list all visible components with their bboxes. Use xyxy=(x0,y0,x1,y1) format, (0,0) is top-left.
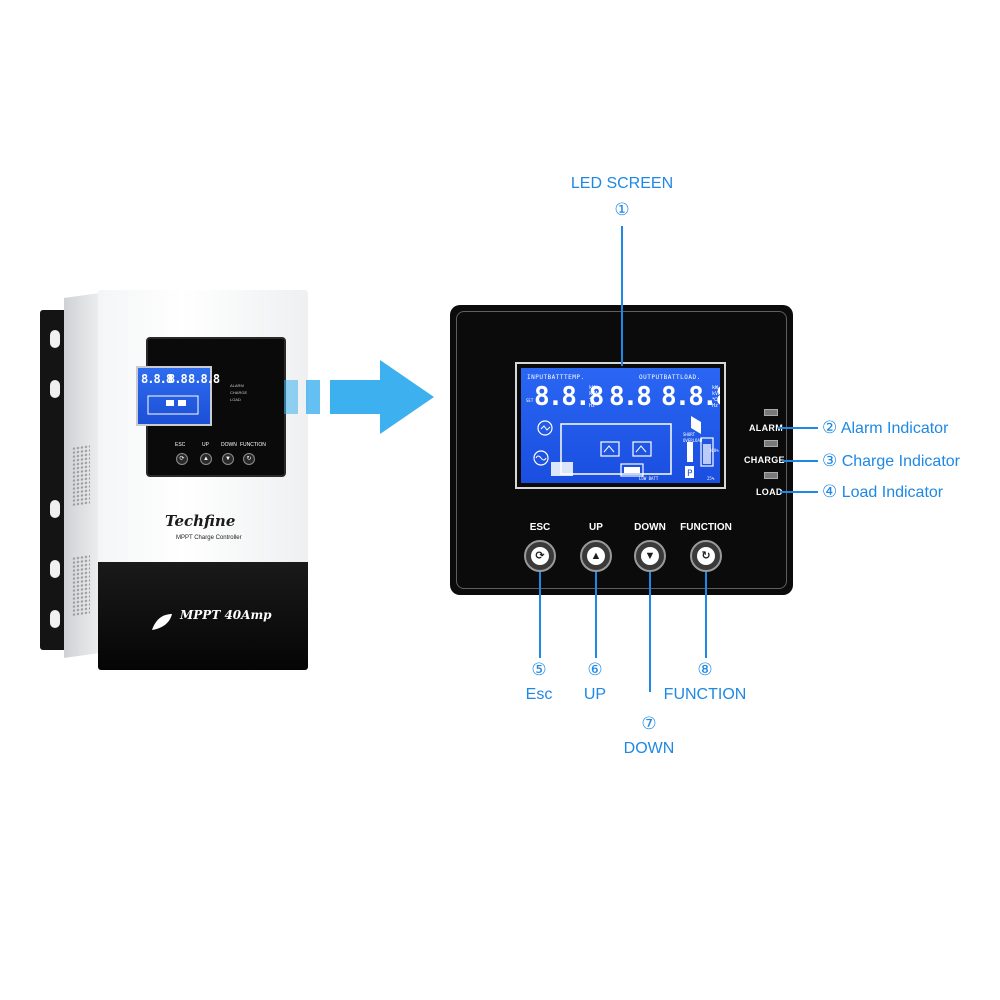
lcd-flow-diagram: P xyxy=(533,416,714,479)
device-btn-label-esc: ESC xyxy=(175,442,186,448)
callout-led-screen-line xyxy=(621,226,623,366)
device-led-alarm-label: ALARM xyxy=(230,383,244,388)
function-button[interactable]: ↻ xyxy=(690,540,722,572)
callout-function-line xyxy=(705,572,707,658)
svg-text:P: P xyxy=(687,469,693,479)
lcd-short: SHORT xyxy=(683,432,696,437)
refresh-icon: ↻ xyxy=(697,547,715,565)
callout-load-line xyxy=(780,491,818,493)
callout-charge-number: ③ xyxy=(822,451,838,470)
callout-led-screen-label: LED SCREEN xyxy=(570,175,674,192)
device-function-button[interactable]: ↻ xyxy=(243,453,255,465)
up-button-label: UP xyxy=(589,522,603,533)
device-down-button[interactable]: ▼ xyxy=(222,453,234,465)
device-lcd-diagram xyxy=(147,395,199,415)
alarm-led-label: ALARM xyxy=(749,423,783,433)
callout-alarm-label: Alarm Indicator xyxy=(840,420,949,437)
power-cycle-icon: ⟳ xyxy=(531,547,549,565)
callout-up-line xyxy=(595,572,597,658)
ac-icon xyxy=(533,450,549,466)
sun-icon xyxy=(537,420,553,436)
callout-load-label: Load Indicator xyxy=(841,484,944,501)
lcd-digits-left: 8.8.8 xyxy=(534,382,604,412)
callout-led-screen-number: ① xyxy=(614,200,630,219)
load-led-label: LOAD xyxy=(756,487,783,497)
down-triangle-icon: ▼ xyxy=(641,547,659,565)
device-lcd-digits-left: 8.8.8 xyxy=(141,372,173,386)
function-button-label: FUNCTION xyxy=(680,522,732,533)
device-bottom-band xyxy=(98,562,308,670)
charge-led-label: CHARGE xyxy=(744,455,785,465)
callout-load-number: ④ xyxy=(822,482,838,501)
lcd-pct-25: 25% xyxy=(707,476,715,481)
lcd-set-label: SET xyxy=(526,398,534,403)
up-button[interactable]: ▲ xyxy=(580,540,612,572)
load-led xyxy=(764,472,778,479)
up-triangle-icon: ▲ xyxy=(587,547,605,565)
device-esc-button[interactable]: ⟳ xyxy=(176,453,188,465)
callout-load: ④ Load Indicator xyxy=(822,482,943,502)
device-btn-label-down: DOWN xyxy=(221,442,237,448)
callout-esc-number: ⑤ xyxy=(531,660,547,679)
device-led-charge-label: CHARGE xyxy=(230,390,248,395)
callout-alarm-line xyxy=(778,427,818,429)
callout-function-label: FUNCTION xyxy=(663,686,747,703)
solar-panel-icon xyxy=(551,462,573,476)
lcd-overload: OVERLOAD xyxy=(683,438,703,443)
callout-esc-label: Esc xyxy=(525,686,553,703)
callout-down-line xyxy=(649,572,651,692)
leaf-icon xyxy=(152,614,172,630)
callout-down-label: DOWN xyxy=(623,740,675,757)
callout-alarm-number: ② xyxy=(822,418,838,437)
callout-charge: ③ Charge Indicator xyxy=(822,451,960,471)
callout-up-label: UP xyxy=(583,686,607,703)
battery-icon xyxy=(620,463,644,477)
device-up-button[interactable]: ▲ xyxy=(200,453,212,465)
arrow-dash-1 xyxy=(284,380,298,414)
device-brand-logo: Techfine xyxy=(165,512,236,530)
lcd-header-right: OUTPUTBATTLOAD. xyxy=(639,374,701,381)
device-lcd-digits-mid: 8.8 xyxy=(168,372,188,386)
lcd-pct-100: 100% xyxy=(709,448,719,453)
device-btn-label-function: FUNCTION xyxy=(240,442,266,448)
lcd-header-left: INPUTBATTTEMP. xyxy=(527,374,585,381)
callout-charge-label: Charge Indicator xyxy=(841,453,960,470)
lcd-digits-right: 8.8.8 xyxy=(661,382,720,412)
down-button-label: DOWN xyxy=(634,522,666,533)
bulb-icon xyxy=(687,442,693,462)
arrow-dash-2 xyxy=(306,380,320,414)
device-model-label: MPPT 40Amp xyxy=(180,608,272,622)
callout-function-number: ⑧ xyxy=(697,660,713,679)
lcd-display: INPUTBATTTEMP. OUTPUTBATTLOAD. SET 8.8.8… xyxy=(521,368,720,483)
device-side xyxy=(64,293,98,658)
lcd-units-left: kW kVA ℃ Hz xyxy=(589,385,599,409)
callout-charge-line xyxy=(782,460,818,462)
lcd-units-right: kW kVA ℃ Hz xyxy=(712,385,720,409)
down-button[interactable]: ▼ xyxy=(634,540,666,572)
callout-esc-line xyxy=(539,572,541,658)
device-lcd-digits-right: 8.8.8 xyxy=(188,372,220,386)
right-arrow-icon xyxy=(330,360,434,434)
device-lcd: 8.8.8 8.8 8.8.8 xyxy=(136,366,220,426)
device-led-load-label: LOAD xyxy=(230,397,241,402)
device-btn-label-up: UP xyxy=(202,442,209,448)
callout-up-number: ⑥ xyxy=(587,660,603,679)
callout-alarm: ② Alarm Indicator xyxy=(822,418,948,438)
callout-down-number: ⑦ xyxy=(641,714,657,733)
alarm-led xyxy=(764,409,778,416)
lcd-low-batt: LOW BATT xyxy=(639,476,659,481)
speaker-icon xyxy=(691,416,701,434)
lcd-screen: INPUTBATTTEMP. OUTPUTBATTLOAD. SET 8.8.8… xyxy=(515,362,726,489)
lcd-digits-mid: 8.8 xyxy=(609,382,652,412)
esc-button[interactable]: ⟳ xyxy=(524,540,556,572)
device-subtitle: MPPT Charge Controller xyxy=(176,535,242,541)
charge-led xyxy=(764,440,778,447)
device-indicator-labels: ALARM CHARGE LOAD xyxy=(230,382,247,403)
esc-button-label: ESC xyxy=(529,522,551,533)
